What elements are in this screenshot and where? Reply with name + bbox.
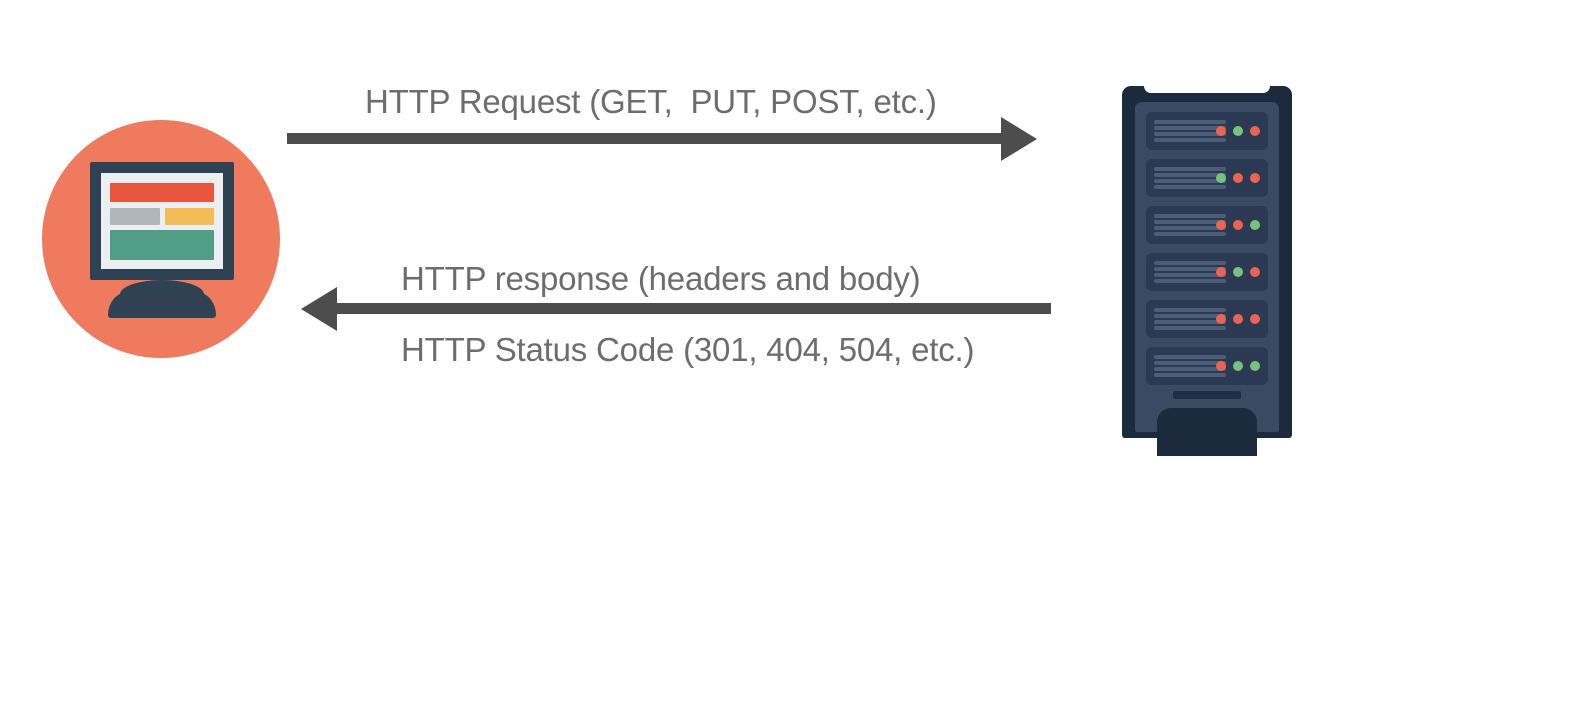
led-green-icon [1233, 126, 1243, 136]
bay-vent-lines [1154, 120, 1226, 142]
server-node [1122, 86, 1292, 456]
bay-vent-lines [1154, 261, 1226, 283]
led-red-icon [1250, 126, 1260, 136]
response-label: HTTP response (headers and body) [401, 260, 921, 297]
led-red-icon [1216, 126, 1226, 136]
bay-vent-lines [1154, 167, 1226, 189]
bay-vent-lines [1154, 214, 1226, 236]
led-green-icon [1250, 220, 1260, 230]
bay-vent-lines [1154, 308, 1226, 330]
server-bay [1146, 253, 1268, 291]
led-red-icon [1216, 267, 1226, 277]
bay-led-group [1216, 172, 1260, 184]
response-arrow-shaft [335, 303, 1051, 314]
server-slot-bar [1173, 391, 1241, 399]
led-red-icon [1216, 220, 1226, 230]
led-red-icon [1233, 220, 1243, 230]
server-bay [1146, 206, 1268, 244]
server-bay [1146, 159, 1268, 197]
server-foot-arch [1157, 408, 1257, 456]
request-arrow-head-icon [1001, 117, 1037, 161]
led-green-icon [1233, 267, 1243, 277]
server-panel [1135, 102, 1279, 456]
bay-led-group [1216, 360, 1260, 372]
bay-led-group [1216, 219, 1260, 231]
led-red-icon [1233, 173, 1243, 183]
request-label: HTTP Request (GET, PUT, POST, etc.) [365, 83, 937, 120]
led-green-icon [1216, 173, 1226, 183]
bay-led-group [1216, 266, 1260, 278]
client-node [42, 120, 280, 358]
led-red-icon [1250, 267, 1260, 277]
screen-content-block [110, 230, 214, 260]
server-bay [1146, 300, 1268, 338]
desktop-monitor-icon [90, 162, 234, 318]
bay-led-group [1216, 313, 1260, 325]
server-bay [1146, 347, 1268, 385]
led-red-icon [1216, 361, 1226, 371]
monitor-bezel [90, 162, 234, 280]
bay-led-group [1216, 125, 1260, 137]
led-green-icon [1250, 361, 1260, 371]
led-red-icon [1250, 314, 1260, 324]
led-red-icon [1250, 173, 1260, 183]
led-red-icon [1233, 314, 1243, 324]
request-arrow-shaft [287, 133, 1003, 144]
server-bay [1146, 112, 1268, 150]
bay-vent-lines [1154, 355, 1226, 377]
monitor-screen [101, 173, 223, 269]
screen-sidebar-block [110, 208, 160, 225]
server-top-notch [1144, 86, 1270, 93]
screen-accent-block [165, 208, 214, 225]
led-green-icon [1233, 361, 1243, 371]
status-code-label: HTTP Status Code (301, 404, 504, etc.) [401, 331, 975, 368]
screen-header-bar [110, 183, 214, 202]
response-arrow-head-icon [301, 287, 337, 331]
led-red-icon [1216, 314, 1226, 324]
monitor-base [108, 292, 216, 318]
